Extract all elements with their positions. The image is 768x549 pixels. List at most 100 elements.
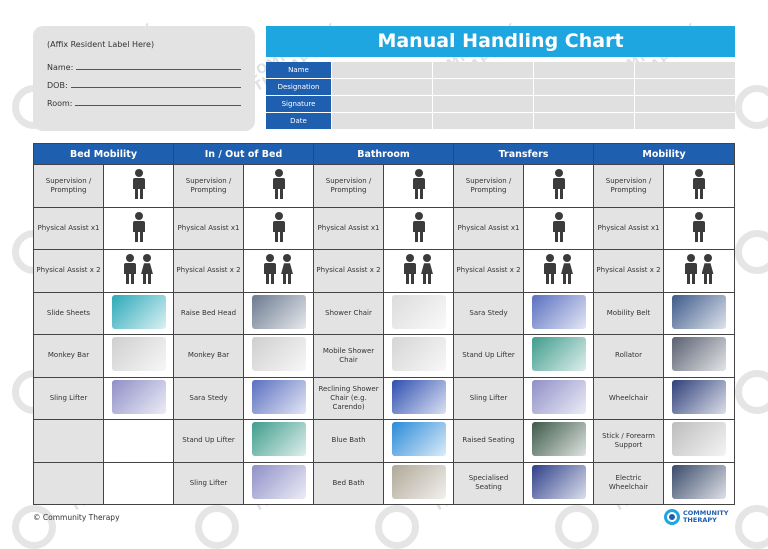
- task-label[interactable]: Stand Up Lifter: [173, 419, 245, 463]
- two-people-icon-cell[interactable]: [102, 249, 175, 293]
- signoff-cell[interactable]: [533, 96, 634, 112]
- task-label[interactable]: Physical Assist x1: [173, 206, 245, 250]
- person-icon-cell[interactable]: [383, 206, 455, 250]
- task-label[interactable]: Reclining Shower Chair (e.g. Carendo): [313, 376, 385, 420]
- signoff-cell[interactable]: [634, 62, 735, 78]
- signoff-cell[interactable]: [432, 113, 533, 129]
- wheelchair-cell[interactable]: [663, 376, 736, 420]
- bed-bath-cell[interactable]: [383, 461, 455, 505]
- task-label[interactable]: Physical Assist x1: [453, 206, 525, 250]
- signoff-cell[interactable]: [634, 113, 735, 129]
- task-label[interactable]: Slide Sheets: [33, 291, 104, 335]
- rollator-cell[interactable]: [663, 334, 736, 378]
- task-label[interactable]: Bed Bath: [313, 461, 385, 505]
- signoff-cell[interactable]: [432, 62, 533, 78]
- two-people-icon-cell[interactable]: [663, 249, 736, 293]
- walking-aids-cell[interactable]: [663, 419, 736, 463]
- task-label[interactable]: Raised Seating: [453, 419, 525, 463]
- task-label[interactable]: Sling Lifter: [173, 461, 245, 505]
- task-label[interactable]: Electric Wheelchair: [593, 461, 665, 505]
- mobile-shower-chair-cell[interactable]: [383, 334, 455, 378]
- two-people-icon-cell[interactable]: [243, 249, 315, 293]
- dob-field[interactable]: DOB:: [47, 74, 241, 90]
- task-label[interactable]: Monkey Bar: [33, 334, 104, 378]
- signoff-cell[interactable]: [634, 96, 735, 112]
- sling-lifter-cell[interactable]: [523, 376, 595, 420]
- signoff-cell[interactable]: [533, 62, 634, 78]
- task-label[interactable]: Stick / Forearm Support: [593, 419, 665, 463]
- shower-chair-cell[interactable]: [383, 291, 455, 335]
- room-field[interactable]: Room:: [47, 92, 241, 108]
- slide-sheets-cell[interactable]: [102, 291, 175, 335]
- person-icon-cell[interactable]: [102, 164, 175, 208]
- task-label[interactable]: Blue Bath: [313, 419, 385, 463]
- electric-wheelchair-cell[interactable]: [663, 461, 736, 505]
- stand-up-lifter-cell[interactable]: [523, 334, 595, 378]
- signoff-cell[interactable]: [533, 113, 634, 129]
- person-icon-cell[interactable]: [523, 164, 595, 208]
- task-label[interactable]: Mobility Belt: [593, 291, 665, 335]
- two-people-icon-cell[interactable]: [383, 249, 455, 293]
- signoff-cell[interactable]: [432, 79, 533, 95]
- empty-cell[interactable]: [102, 419, 175, 463]
- person-icon-cell[interactable]: [663, 206, 736, 250]
- task-label[interactable]: Physical Assist x 2: [313, 249, 385, 293]
- task-label[interactable]: Wheelchair: [593, 376, 665, 420]
- empty-cell[interactable]: [102, 461, 175, 505]
- sara-stedy-cell[interactable]: [243, 376, 315, 420]
- task-label[interactable]: Rollator: [593, 334, 665, 378]
- task-label[interactable]: Sara Stedy: [453, 291, 525, 335]
- task-label[interactable]: Supervision / Prompting: [173, 164, 245, 208]
- task-label[interactable]: Stand Up Lifter: [453, 334, 525, 378]
- task-label[interactable]: Mobile Shower Chair: [313, 334, 385, 378]
- task-label[interactable]: Physical Assist x1: [313, 206, 385, 250]
- task-label[interactable]: Specialised Seating: [453, 461, 525, 505]
- task-label[interactable]: Physical Assist x1: [33, 206, 104, 250]
- person-icon-cell[interactable]: [383, 164, 455, 208]
- stand-up-lifter-cell[interactable]: [243, 419, 315, 463]
- signoff-cell[interactable]: [331, 79, 432, 95]
- mobility-belt-cell[interactable]: [663, 291, 736, 335]
- signoff-cell[interactable]: [533, 79, 634, 95]
- specialised-seating-cell[interactable]: [523, 461, 595, 505]
- monkey-bar-cell[interactable]: [102, 334, 175, 378]
- task-label[interactable]: Physical Assist x 2: [173, 249, 245, 293]
- watermark-logo-icon: [735, 85, 768, 129]
- task-label[interactable]: Shower Chair: [313, 291, 385, 335]
- task-label[interactable]: Supervision / Prompting: [33, 164, 104, 208]
- task-label[interactable]: [33, 461, 104, 505]
- reclining-shower-chair-cell[interactable]: [383, 376, 455, 420]
- signoff-cell[interactable]: [432, 96, 533, 112]
- blue-bath-cell[interactable]: [383, 419, 455, 463]
- task-label[interactable]: Monkey Bar: [173, 334, 245, 378]
- task-label[interactable]: Raise Bed Head: [173, 291, 245, 335]
- hospital-bed-cell[interactable]: [243, 291, 315, 335]
- task-label[interactable]: Supervision / Prompting: [453, 164, 525, 208]
- signoff-cell[interactable]: [331, 62, 432, 78]
- person-icon-cell[interactable]: [243, 164, 315, 208]
- sling-lifter-cell[interactable]: [243, 461, 315, 505]
- signoff-cell[interactable]: [634, 79, 735, 95]
- name-field[interactable]: Name:: [47, 56, 241, 72]
- two-people-icon-cell[interactable]: [523, 249, 595, 293]
- sling-lifter-cell[interactable]: [102, 376, 175, 420]
- task-label[interactable]: Sling Lifter: [453, 376, 525, 420]
- task-label[interactable]: Physical Assist x 2: [453, 249, 525, 293]
- raised-seating-cell[interactable]: [523, 419, 595, 463]
- task-label[interactable]: Sling Lifter: [33, 376, 104, 420]
- task-label[interactable]: Physical Assist x1: [593, 206, 665, 250]
- task-label[interactable]: Physical Assist x 2: [33, 249, 104, 293]
- task-label[interactable]: Supervision / Prompting: [313, 164, 385, 208]
- monkey-bar-cell[interactable]: [243, 334, 315, 378]
- person-icon-cell[interactable]: [102, 206, 175, 250]
- task-label[interactable]: Physical Assist x 2: [593, 249, 665, 293]
- sara-stedy-cell[interactable]: [523, 291, 595, 335]
- task-label[interactable]: Sara Stedy: [173, 376, 245, 420]
- task-label[interactable]: [33, 419, 104, 463]
- person-icon-cell[interactable]: [243, 206, 315, 250]
- person-icon-cell[interactable]: [663, 164, 736, 208]
- person-icon-cell[interactable]: [523, 206, 595, 250]
- task-label[interactable]: Supervision / Prompting: [593, 164, 665, 208]
- signoff-cell[interactable]: [331, 96, 432, 112]
- signoff-cell[interactable]: [331, 113, 432, 129]
